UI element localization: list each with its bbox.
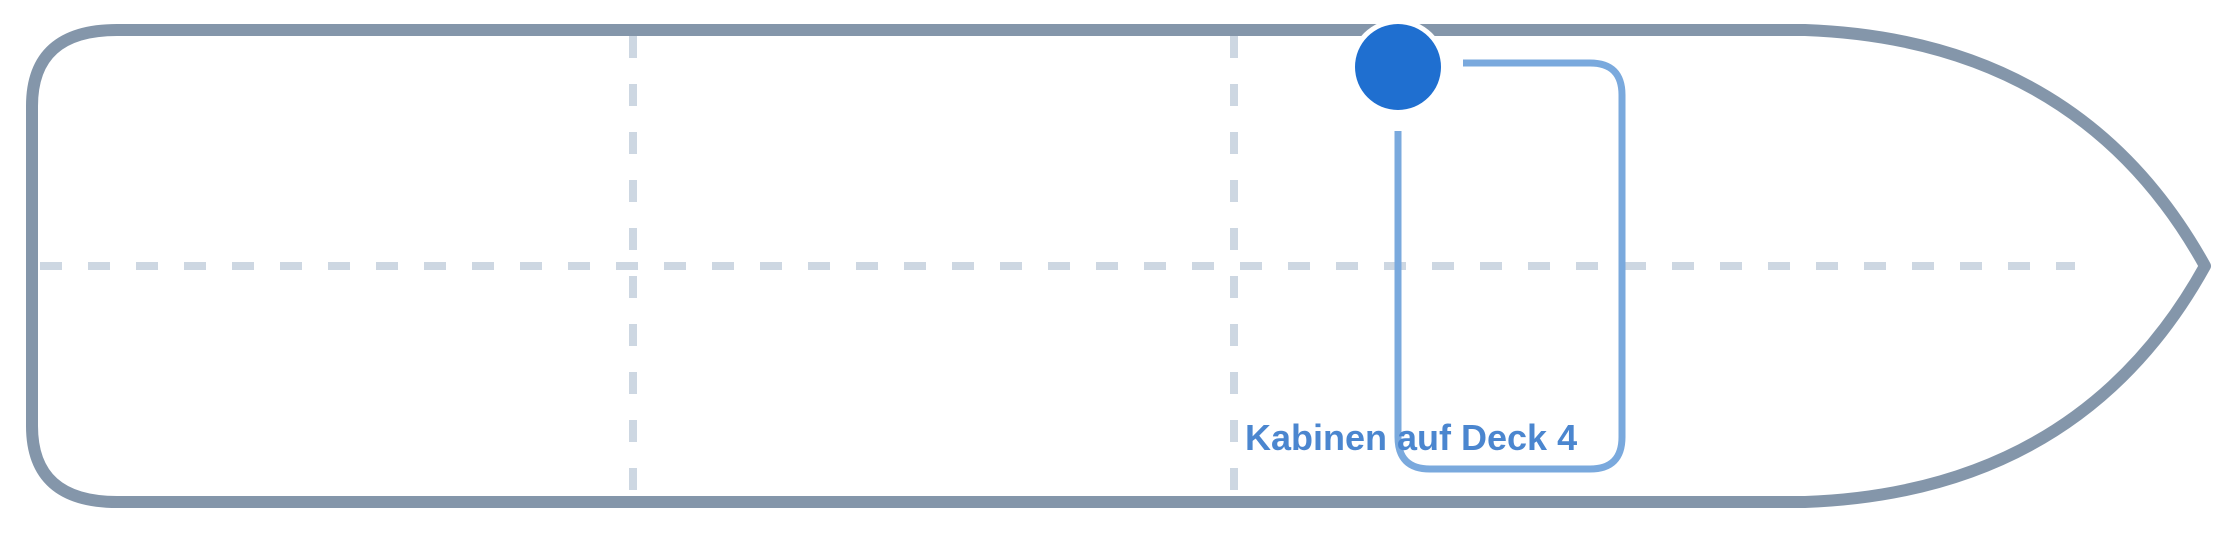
cabin-label: Kabinen auf Deck 4 [1245,417,1577,458]
location-marker[interactable] [1355,24,1441,110]
ship-hull-outline [26,24,2211,508]
cabin-highlight-outline [1394,59,1626,473]
